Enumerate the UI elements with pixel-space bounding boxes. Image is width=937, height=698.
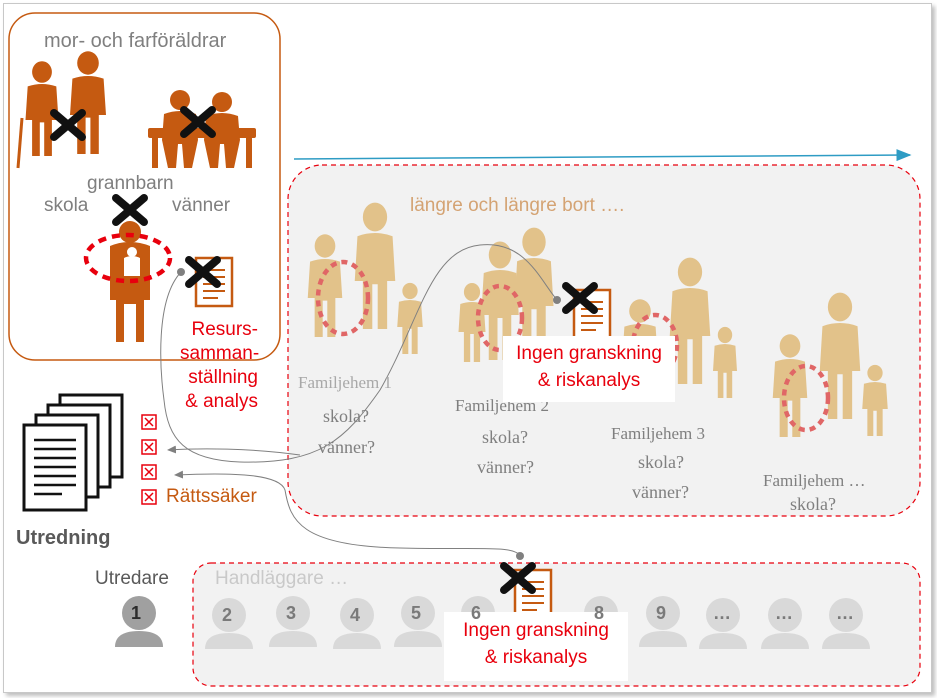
- foster-home-4-school: skola?: [790, 494, 836, 514]
- foster-home-3-friends: vänner?: [632, 482, 689, 502]
- caseworker-number: 4: [350, 605, 361, 625]
- connector-line: [160, 244, 558, 463]
- foster-home-1-name: Familjehem 1: [298, 373, 392, 392]
- foster-home-1-school: skola?: [323, 406, 369, 426]
- investigation-documents-icon: [22, 393, 124, 512]
- child-focus-ring: [83, 232, 173, 284]
- foster-home-2-school: skola?: [482, 427, 528, 447]
- family-network-box: [8, 12, 281, 361]
- foster-home-4-name: Familjehem …: [763, 471, 866, 490]
- grandparents-icon: [16, 51, 106, 169]
- caseworker-number: 5: [411, 603, 422, 623]
- timeline-arrow: [293, 149, 912, 162]
- grandparents-label: mor- och farföräldrar: [44, 30, 227, 52]
- connector-arrow: [167, 445, 301, 456]
- caseworker-number: 9: [656, 603, 667, 623]
- grandparents-sitting-icon: [148, 90, 256, 168]
- further-away-label: längre och längre bort ….: [410, 195, 625, 216]
- caseworker-number: 2: [222, 605, 233, 625]
- caseworker-number: 6: [471, 603, 482, 623]
- no-review-box-foster: Ingen granskning & riskanalys: [503, 336, 675, 402]
- legal-secure-label: Rättssäker: [166, 486, 257, 507]
- resource-analysis-label: Resurs- samman- ställning & analys: [180, 319, 260, 412]
- caseworkers-label: Handläggare …: [215, 568, 349, 589]
- foster-home-3-school: skola?: [638, 452, 684, 472]
- caseworker-number: 8: [594, 603, 605, 623]
- investigator-number: 1: [131, 603, 142, 623]
- friends-label: vänner: [172, 195, 231, 216]
- foster-home-2-friends: vänner?: [477, 457, 534, 477]
- caseworker-number: 3: [286, 603, 297, 623]
- investigation-label: Utredning: [16, 527, 111, 549]
- caseworker-number: …: [836, 603, 854, 623]
- school-label: skola: [44, 195, 89, 216]
- foster-home-1-friends: vänner?: [318, 437, 375, 457]
- caseworker-number: …: [713, 603, 731, 623]
- neighbor-kids-label: grannbarn: [87, 173, 174, 194]
- connector-arrow: [174, 470, 521, 557]
- caseworker-number: …: [775, 603, 793, 623]
- checklist-icons: [141, 414, 157, 505]
- x-mark-icon: [116, 198, 144, 222]
- foster-home-3-name: Familjehem 3: [611, 424, 705, 443]
- no-review-box-caseworker: Ingen granskning & riskanalys: [444, 612, 628, 681]
- investigator-label: Utredare: [95, 568, 169, 589]
